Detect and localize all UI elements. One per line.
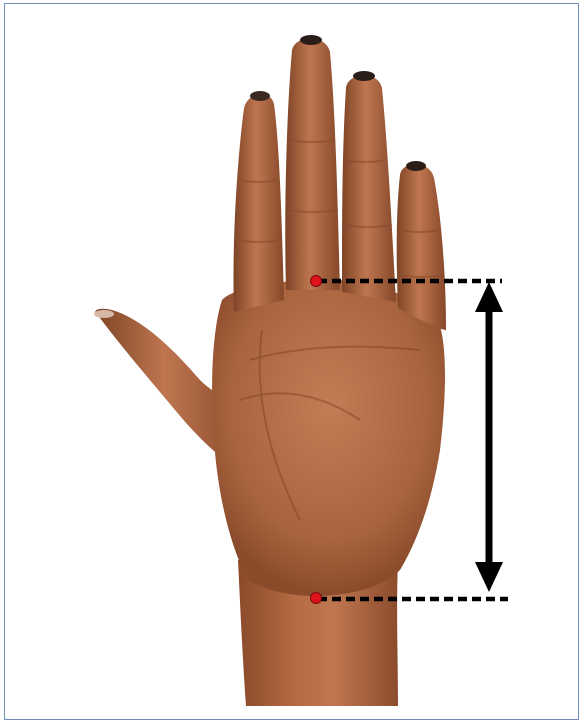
- palm-shape: [212, 280, 445, 596]
- middle-nail: [300, 35, 322, 45]
- middle-finger-shape: [285, 38, 340, 290]
- little-finger-shape: [397, 164, 446, 330]
- hand-illustration: [94, 35, 446, 706]
- arrow-head-down: [475, 562, 503, 592]
- arrow-head-up: [475, 282, 503, 312]
- ring-nail: [353, 71, 375, 81]
- index-nail: [250, 91, 270, 101]
- ring-finger-shape: [342, 75, 396, 302]
- landmark-middle-finger-base: [311, 276, 322, 287]
- little-nail: [406, 161, 426, 171]
- landmark-wrist-crease: [311, 593, 322, 604]
- thumb-nail: [94, 310, 114, 318]
- index-finger-shape: [233, 94, 284, 312]
